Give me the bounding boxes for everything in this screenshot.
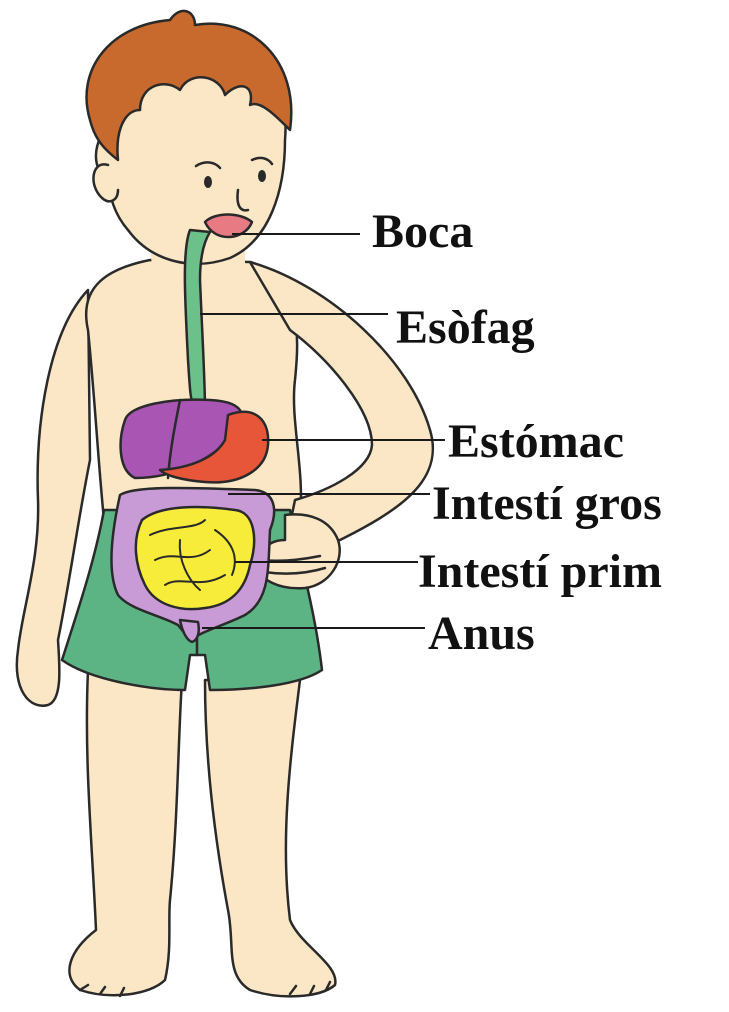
label-esofag: Esòfag — [396, 304, 535, 352]
label-estomac: Estómac — [448, 418, 624, 466]
right-leg — [205, 680, 335, 996]
left-leg — [69, 670, 182, 995]
label-intesti-prim: Intestí prim — [418, 548, 662, 596]
label-anus: Anus — [428, 610, 535, 658]
label-boca: Boca — [372, 208, 473, 256]
small-intestine — [136, 507, 254, 609]
label-intesti-gros: Intestí gros — [432, 480, 662, 528]
